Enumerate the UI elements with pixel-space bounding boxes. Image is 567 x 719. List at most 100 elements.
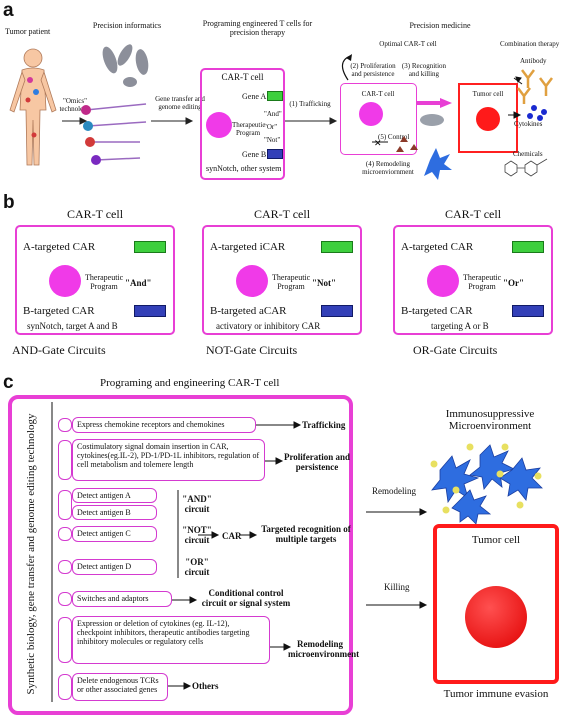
programing-title: Programing engineered T cells for precis… <box>202 19 313 37</box>
item-delete: Delete endogenous TCRs or other associat… <box>72 673 168 701</box>
or-logic: "Or" <box>264 123 278 131</box>
and-car-b: B-targeted CAR <box>23 305 95 317</box>
and-circuit: "AND" circuit <box>182 494 212 514</box>
pill-marker <box>58 674 72 700</box>
panel-c-title: Programing and engineering CAR-T cell <box>100 377 280 389</box>
or-gate-box: A-targeted CAR Therapeutic Program "Or" … <box>393 225 553 335</box>
tumor-cell-frame: Tumor cell <box>433 524 559 684</box>
panel-b-letter: b <box>3 192 15 213</box>
not-gate-panel: CAR-T cell A-targeted iCAR Therapeutic P… <box>202 207 362 357</box>
item-switches: Switches and adaptors <box>72 591 172 607</box>
not-logic: "Not" <box>312 278 336 288</box>
outcome-proliferation: Proliferation and persistence <box>283 452 351 472</box>
trafficking-label: (1) Trafficking <box>289 100 331 108</box>
programing-box <box>8 395 353 715</box>
not-program-circle <box>236 265 268 297</box>
not-car-b-bar <box>321 305 353 317</box>
or-program-label: Therapeutic Program <box>463 273 502 291</box>
gene-a-bar <box>267 91 283 101</box>
not-program-label: Therapeutic Program <box>272 273 311 291</box>
or-circuit: "OR" circuit <box>184 557 210 577</box>
panel-a-letter: a <box>3 0 14 21</box>
item-detect-b: Detect antigen B <box>72 505 157 520</box>
cart-cell2-label: CAR-T cell <box>361 90 395 98</box>
item-expression: Expression or deletion of cytokines (eg.… <box>72 616 270 664</box>
and-note: synNotch, target A and B <box>27 321 118 331</box>
item-chemokine: Express chemokine receptors and chemokin… <box>72 417 256 433</box>
outcome-conditional: Conditional control circuit or signal sy… <box>201 588 291 608</box>
pill-marker <box>58 592 72 606</box>
tumor-cell-box: Tumor cell <box>458 83 518 153</box>
tumor-cell-circle <box>476 107 500 131</box>
not-gate-caption: NOT-Gate Circuits <box>206 343 298 357</box>
and-car-a-bar <box>134 241 166 253</box>
cytokines-label: Cytokines <box>514 120 543 128</box>
precision-medicine-label: Precision medicine <box>409 21 471 30</box>
tumor-evasion-label: Tumor immune evasion <box>443 688 549 700</box>
or-gate-panel: CAR-T cell A-targeted CAR Therapeutic Pr… <box>393 207 553 357</box>
car-label: CAR <box>222 531 242 541</box>
optimal-cart-box: CAR-T cell <box>340 83 417 155</box>
not-logic: "Not" <box>264 136 281 144</box>
or-note: targeting A or B <box>431 321 489 331</box>
synnotch-label: synNotch, other system <box>206 164 282 173</box>
tumor-patient-label: Tumor patient <box>5 27 51 36</box>
not-circuit: "NOT" circuit <box>182 525 212 545</box>
item-detect-c: Detect antigen C <box>72 526 157 542</box>
tumor-cell-label: Tumor cell <box>472 90 504 98</box>
proliferation-label: (2) Proliferation and persistence <box>350 62 396 78</box>
therapeutic-program-circle <box>206 112 232 138</box>
pill-marker <box>58 527 72 541</box>
not-gate-title: CAR-T cell <box>253 207 311 221</box>
outcome-trafficking: Trafficking <box>302 420 346 430</box>
or-logic: "Or" <box>503 278 524 288</box>
not-note: activatory or inhibitory CAR <box>216 321 321 331</box>
and-gate-caption: AND-Gate Circuits <box>12 343 106 357</box>
tumor-cell-title: Tumor cell <box>471 534 521 546</box>
optimal-cart-label: Optimal CAR-T cell <box>379 40 437 48</box>
cart-cell-title: CAR-T cell <box>221 72 264 82</box>
gene-b-label: Gene B <box>242 150 267 159</box>
not-gate-box: A-targeted iCAR Therapeutic Program "Not… <box>202 225 362 335</box>
pill-marker <box>58 617 72 663</box>
antibody-label: Antibody <box>520 57 547 65</box>
and-gate-panel: CAR-T cell A-targeted CAR Therapeutic Pr… <box>12 207 175 357</box>
remodeling-arrow-label: Remodeling <box>372 486 416 496</box>
cart-cell-circle <box>359 102 383 126</box>
outcome-targeted: Targeted recognition of multiple targets <box>261 524 351 544</box>
and-car-b-bar <box>134 305 166 317</box>
or-car-b: B-targeted CAR <box>401 305 473 317</box>
recognition-label: (3) Recognition and killing <box>401 62 447 78</box>
precision-informatics-label: Precision informatics <box>92 21 162 30</box>
item-costim: Costimulatory signal domain insertion in… <box>72 439 265 481</box>
panel-c-letter: c <box>3 372 14 393</box>
and-gate-box: A-targeted CAR Therapeutic Program "And"… <box>15 225 175 335</box>
not-car-a-bar <box>321 241 353 253</box>
and-logic: "And" <box>125 278 152 288</box>
tumor-cell-ball <box>465 586 527 648</box>
gene-transfer-label: Gene transfer and genome editing <box>155 95 205 111</box>
outcome-remodeling: Remodeling microenvironment <box>288 639 360 659</box>
and-program-circle <box>49 265 81 297</box>
chemicals-label: Chemicals <box>513 150 543 158</box>
not-car-a: A-targeted iCAR <box>210 241 286 253</box>
not-car-b: B-targeted aCAR <box>210 305 287 317</box>
therapeutic-program-label: Therapeutic Program <box>232 121 266 137</box>
or-car-a-bar <box>512 241 544 253</box>
pill-marker <box>58 490 72 520</box>
item-detect-d: Detect antigen D <box>72 559 157 575</box>
and-logic: "And" <box>264 110 282 118</box>
and-car-a: A-targeted CAR <box>23 241 96 253</box>
and-gate-title: CAR-T cell <box>66 207 124 221</box>
or-program-circle <box>427 265 459 297</box>
gene-a-label: Gene A <box>242 92 267 101</box>
or-gate-title: CAR-T cell <box>444 207 502 221</box>
pill-marker <box>58 560 72 574</box>
and-program-label: Therapeutic Program <box>85 273 124 291</box>
gene-b-bar <box>267 149 283 159</box>
